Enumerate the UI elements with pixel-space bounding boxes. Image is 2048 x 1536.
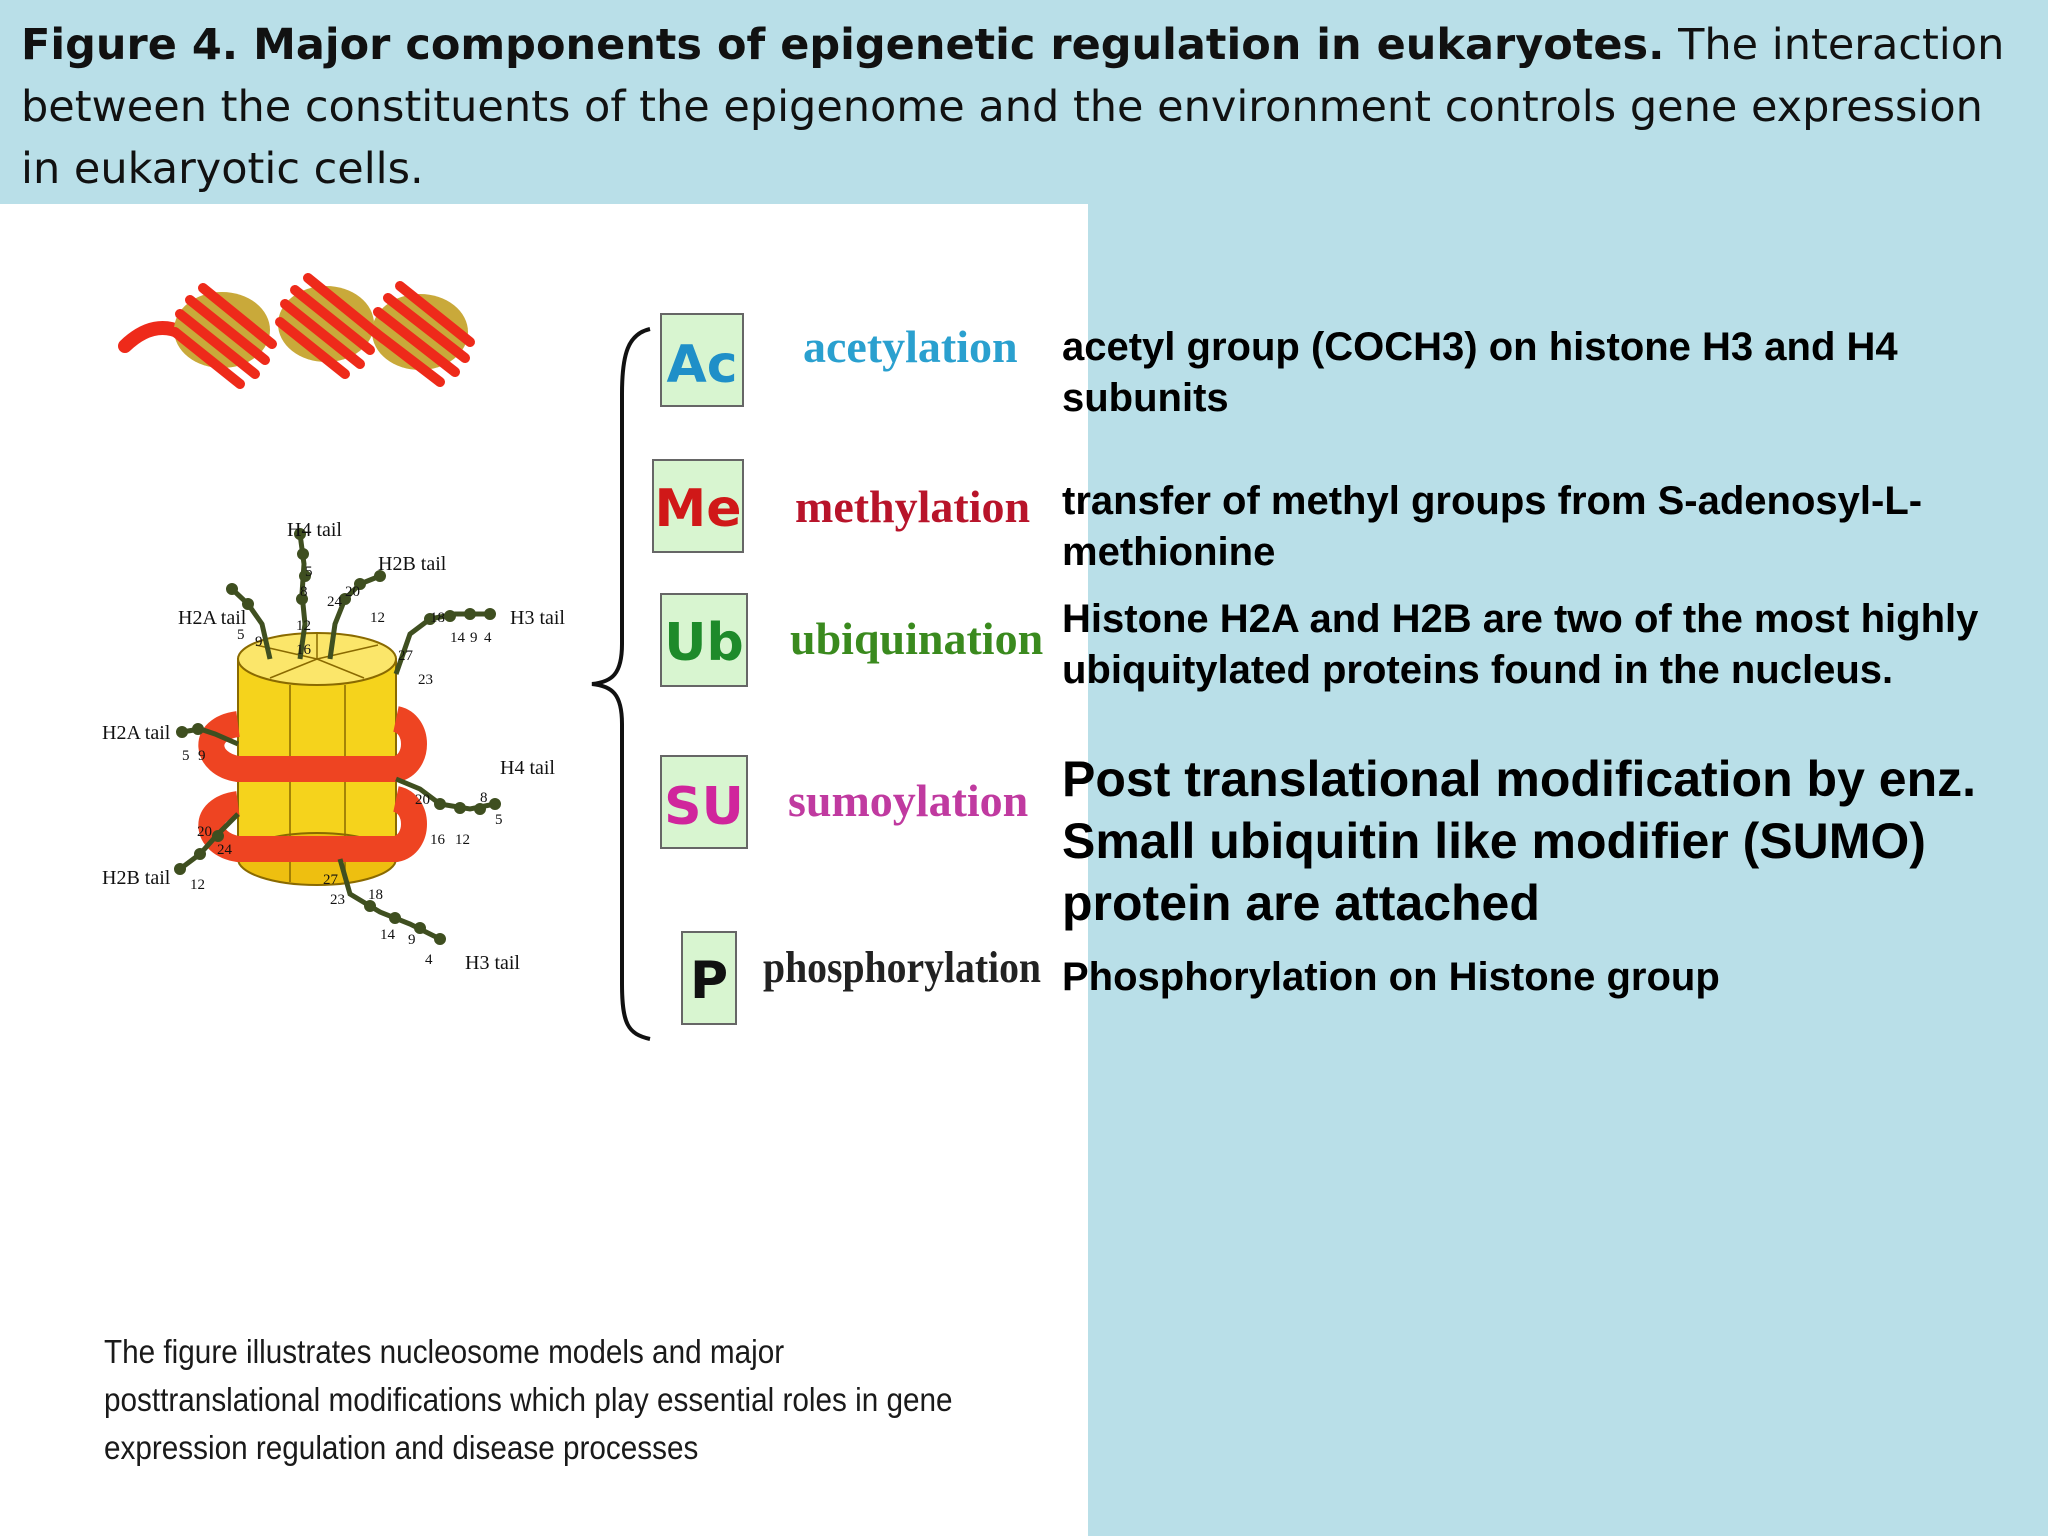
residue-number: 23 — [330, 892, 345, 908]
residue-number: 4 — [425, 952, 433, 968]
residue-number: 20 — [345, 584, 360, 600]
desc-phosphorylation: Phosphorylation on Histone group — [1062, 955, 1720, 999]
tail-label: H3 tail — [465, 952, 520, 974]
desc-acetylation: acetyl group (COCH3) on histone H3 and H… — [1062, 325, 1898, 420]
residue-number: 14 — [380, 927, 396, 943]
mod-box — [660, 755, 748, 849]
residue-number: 5 — [237, 627, 245, 643]
mod-ubiquination: Ub ubiquination — [660, 593, 1043, 687]
tail-label: H4 tail — [500, 757, 555, 779]
desc-ubiquination: Histone H2A and H2B are two of the most … — [1062, 597, 1979, 692]
caption-title: Figure 4. Major components of epigenetic… — [21, 20, 1665, 70]
mod-box — [660, 313, 744, 407]
residue-number: 20 — [415, 792, 430, 808]
residue-number: 18 — [430, 610, 445, 626]
curly-brace — [591, 327, 651, 1041]
residue-number: 12 — [296, 618, 311, 634]
mod-abbr: Ub — [664, 613, 743, 673]
residue-number: 27 — [323, 872, 339, 888]
residue-number: 16 — [430, 832, 446, 848]
residue-number: 5 — [495, 812, 503, 828]
mod-abbr: Me — [654, 479, 741, 539]
residue-number: 16 — [296, 642, 312, 658]
residue-number: 12 — [455, 832, 470, 848]
residue-number: 9 — [408, 932, 416, 948]
mod-abbr: SU — [664, 777, 744, 837]
figure-caption: Figure 4. Major components of epigenetic… — [21, 14, 2031, 200]
residue-number: 4 — [484, 630, 492, 646]
residue-number: 8 — [480, 790, 488, 806]
caption-text: The interaction between the constituents… — [21, 20, 2005, 194]
histone-tails — [174, 528, 501, 945]
residue-number: 14 — [450, 630, 466, 646]
nucleosome-model — [198, 632, 427, 886]
residue-number: 9 — [470, 630, 478, 646]
mod-abbr: Ac — [666, 335, 737, 395]
tail-label: H4 tail — [287, 519, 342, 541]
mod-abbr: P — [690, 951, 728, 1011]
mod-name: phosphorylation — [763, 943, 1041, 992]
mod-box — [660, 593, 748, 687]
tail-label: H2B tail — [102, 867, 171, 889]
modification-list: Ac acetylation Me methylation Ub ubiquin… — [652, 313, 1043, 1025]
desc-methylation: transfer of methyl groups from S-adenosy… — [1062, 479, 1923, 574]
epigenetic-diagram: H4 tail H2B tail H2A tail H3 tail H2A ta… — [102, 273, 1043, 1041]
mod-methylation: Me methylation — [652, 459, 1030, 553]
mod-box — [681, 931, 737, 1025]
mod-acetylation: Ac acetylation — [660, 313, 1018, 407]
residue-number: 9 — [255, 634, 263, 650]
residue-number: 24 — [327, 594, 343, 610]
mod-box — [652, 459, 744, 553]
residue-number: 5 — [182, 748, 190, 764]
mod-name: methylation — [795, 481, 1030, 532]
desc-sumoylation: Post translational modification by enz. … — [1062, 751, 1977, 931]
residue-number: 23 — [418, 672, 433, 688]
residue-number: 24 — [217, 842, 233, 858]
dna-nucleosome-strand — [118, 273, 475, 389]
tail-label: H2A tail — [102, 722, 171, 744]
tail-label: H3 tail — [510, 607, 565, 629]
residue-number: 5 — [305, 564, 313, 580]
residue-number: 12 — [370, 610, 385, 626]
figure-note: The figure illustrates nucleosome models… — [104, 1333, 953, 1466]
tail-label: H2A tail — [178, 607, 247, 629]
mod-phosphorylation: P phosphorylation — [681, 931, 1041, 1025]
mod-name: sumoylation — [788, 775, 1028, 826]
residue-number: 12 — [190, 877, 205, 893]
tail-label: H2B tail — [378, 553, 447, 575]
mod-sumoylation: SU sumoylation — [660, 755, 1028, 849]
mod-name: ubiquination — [790, 613, 1043, 664]
residue-number: 20 — [197, 824, 212, 840]
residue-number: 27 — [398, 648, 414, 664]
residue-number: 9 — [198, 748, 206, 764]
figure-panel: H4 tail H2B tail H2A tail H3 tail H2A ta… — [0, 204, 1088, 1536]
residue-number: 8 — [300, 584, 308, 600]
residue-number: 18 — [368, 887, 383, 903]
mod-name: acetylation — [803, 321, 1018, 372]
